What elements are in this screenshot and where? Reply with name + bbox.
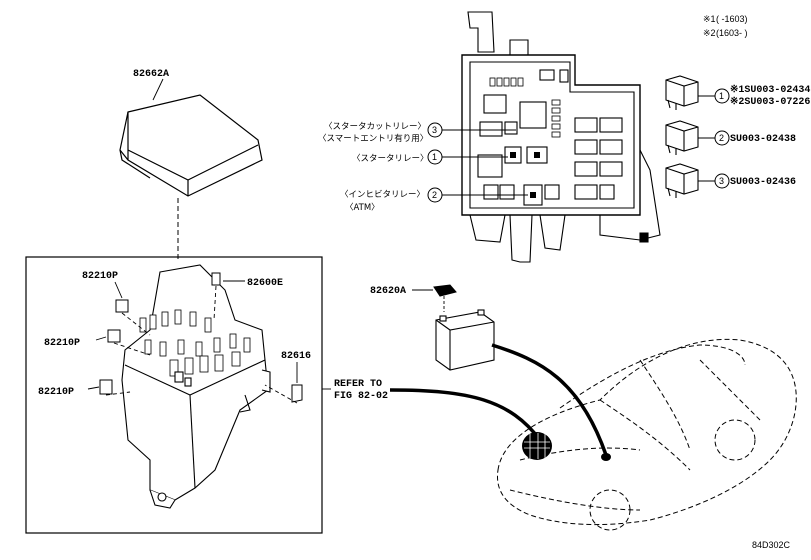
inhibitor-relay-label: 〈インヒビタリレー〉 bbox=[340, 190, 425, 200]
terminal-icon bbox=[433, 284, 457, 297]
relay-3-icon bbox=[665, 163, 699, 198]
fuse-1-part-number: 82210P bbox=[82, 271, 118, 282]
clip-icon bbox=[291, 384, 303, 403]
starter-cut-relay-label: 〈スタータカットリレー〉 bbox=[324, 122, 426, 132]
fuse-3-icon bbox=[99, 379, 113, 395]
fuse-3-part-number: 82210P bbox=[38, 387, 74, 398]
fuse-2-icon bbox=[107, 329, 121, 343]
cover-part-number: 82662A bbox=[133, 69, 169, 80]
starter-relay-label: 〈スタータリレー〉 bbox=[352, 154, 429, 164]
clip-part-number: 82616 bbox=[281, 351, 311, 362]
relay-2-icon bbox=[665, 120, 699, 155]
relay-1-part-b: ※2SU003-07226 bbox=[730, 96, 810, 108]
battery-drawing bbox=[435, 309, 495, 371]
fuse-1-icon bbox=[115, 299, 129, 313]
fuse-block-drawing bbox=[121, 264, 271, 509]
small-relay-part-number: 82600E bbox=[247, 278, 283, 289]
fuse-2-part-number: 82210P bbox=[44, 338, 80, 349]
figure-id: 84D302C bbox=[752, 540, 791, 550]
relay-3-callout: 3 bbox=[719, 176, 724, 186]
legend: ※1 ( -1603) ※2 (1603- ) bbox=[703, 14, 748, 38]
callout-2-circle bbox=[427, 187, 443, 203]
relay-2-part: SU003-02438 bbox=[730, 134, 796, 145]
fuse-parts bbox=[99, 272, 457, 403]
relay-1-part-a: ※1SU003-02434 bbox=[730, 84, 810, 96]
atm-label: 〈ATM〉 bbox=[345, 203, 380, 213]
callout-1-text: 1 bbox=[432, 152, 437, 162]
relay-1-callout: 1 bbox=[719, 91, 724, 101]
car-drawing bbox=[496, 338, 797, 531]
terminal-part-number: 82620A bbox=[370, 286, 406, 297]
smart-entry-label: 〈スマートエントリ有り用〉 bbox=[318, 133, 428, 144]
legend-range-2: (1603- ) bbox=[716, 28, 748, 38]
callout-3-text: 3 bbox=[432, 125, 437, 135]
small-relay-icon bbox=[211, 272, 221, 286]
legend-mark-1: ※1 bbox=[703, 14, 716, 24]
assembly-frame bbox=[25, 256, 323, 534]
relay-callouts bbox=[427, 122, 443, 203]
relay-box-drawing bbox=[461, 11, 661, 263]
legend-mark-2: ※2 bbox=[703, 28, 716, 38]
relay-icons bbox=[665, 75, 699, 198]
callout-1-circle bbox=[427, 149, 443, 165]
relay-3-part: SU003-02436 bbox=[730, 177, 796, 188]
callout-2-text: 2 bbox=[432, 190, 437, 200]
cover-drawing bbox=[119, 94, 263, 197]
legend-range-1: ( -1603) bbox=[716, 14, 748, 24]
relay-label-group: 〈スタータカットリレー〉 〈スマートエントリ有り用〉 〈スタータリレー〉 〈イン… bbox=[318, 122, 429, 213]
relay-1-icon bbox=[665, 75, 699, 110]
car-fuse-highlight bbox=[522, 432, 611, 461]
relay-2-callout: 2 bbox=[719, 133, 724, 143]
refer-to-line1: REFER TO bbox=[334, 379, 382, 390]
refer-to-line2: FIG 82-02 bbox=[334, 391, 388, 402]
callout-3-circle bbox=[427, 122, 443, 138]
